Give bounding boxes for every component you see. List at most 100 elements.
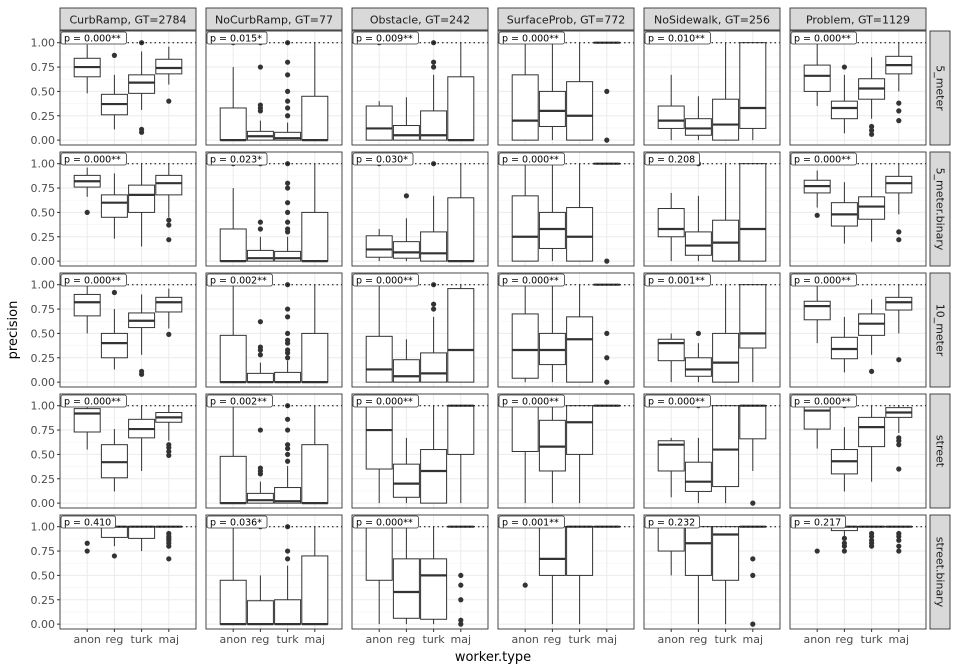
boxplot-anon (73, 405, 101, 450)
boxplot-reg (538, 42, 566, 141)
p-value-label: p = 0.015* (210, 34, 262, 45)
outlier-point (522, 582, 528, 588)
boxplot-anon (657, 333, 685, 383)
outlier-point (431, 59, 437, 65)
outlier-point (604, 379, 610, 385)
outlier-point (257, 226, 263, 232)
p-value-label: p = 0.000** (502, 155, 559, 166)
y-tick-label: 0.75 (31, 424, 56, 437)
outlier-point (84, 548, 90, 554)
outlier-point (285, 98, 291, 104)
boxplot-turk (274, 161, 302, 262)
box-iqr (712, 98, 740, 141)
facet-panel-4-3: p = 0.001** (497, 514, 635, 630)
boxplot-turk (712, 526, 740, 625)
boxplot-anon (657, 437, 685, 498)
panel-border (497, 151, 635, 267)
column-strip-label: SurfaceProb, GT=772 (507, 14, 625, 27)
box-iqr (511, 195, 539, 262)
outlier-point (285, 347, 291, 353)
boxplot-maj (301, 163, 329, 263)
x-tick-label: maj (889, 633, 910, 646)
boxplot-maj (155, 163, 183, 243)
boxplot-turk (274, 403, 302, 504)
x-tick-label: reg (397, 633, 415, 646)
panel-border (205, 393, 343, 509)
outlier-point (604, 355, 610, 361)
box-iqr (365, 526, 393, 581)
box-iqr (155, 296, 183, 313)
boxplot-anon (511, 163, 539, 262)
facet-panel-3-1: p = 0.002** (205, 393, 343, 509)
facet-panel-4-2: p = 0.000** (351, 514, 489, 630)
facet-panel-1-1: p = 0.023* (205, 151, 343, 267)
boxplot-turk (420, 40, 448, 141)
facet-panel-1-2: p = 0.030* (351, 151, 489, 267)
x-tick-label: anon (365, 633, 392, 646)
box-iqr (684, 231, 712, 256)
p-value-label: p = 0.036* (210, 518, 262, 529)
box-iqr (511, 74, 539, 141)
outlier-point (604, 258, 610, 264)
x-tick-label: reg (543, 633, 561, 646)
p-value-box (790, 394, 857, 408)
outlier-point (111, 553, 117, 559)
p-value-label: p = 0.232 (648, 518, 695, 529)
p-value-label: p = 0.001** (502, 518, 559, 529)
p-value-box (206, 273, 273, 287)
p-value-label: p = 0.000** (794, 276, 851, 287)
outlier-point (869, 537, 875, 543)
outlier-point (139, 368, 145, 375)
boxplot-turk (858, 299, 886, 375)
outlier-point (285, 548, 291, 554)
outlier-point (285, 105, 291, 111)
box-iqr (566, 207, 594, 262)
boxplot-anon (365, 405, 393, 504)
box-iqr (301, 95, 329, 141)
box-iqr (885, 175, 913, 194)
boxplot-anon (73, 284, 101, 334)
boxplot-turk (128, 294, 156, 377)
column-strip (205, 7, 343, 31)
box-iqr (566, 316, 594, 383)
outlier-point (604, 330, 610, 337)
x-tick-label: turk (423, 633, 446, 646)
boxplot-anon (73, 44, 101, 94)
boxplot-turk (274, 524, 302, 626)
box-iqr (100, 332, 128, 359)
outlier-point (257, 319, 263, 325)
box-iqr (739, 284, 767, 349)
box-iqr (301, 211, 329, 262)
y-tick-label: 0.00 (31, 618, 56, 631)
outlier-point (257, 102, 263, 108)
p-value-box (206, 152, 268, 166)
box-iqr (657, 440, 685, 472)
boxplot-turk (274, 282, 302, 384)
x-tick-label: maj (159, 633, 180, 646)
facet-panel-0-4: p = 0.010** (643, 30, 781, 146)
boxplot-maj (155, 288, 183, 337)
boxplot-reg (100, 429, 128, 492)
boxplot-reg (392, 437, 420, 504)
outlier-point (285, 556, 291, 562)
p-value-box (206, 394, 273, 408)
outlier-point (285, 314, 291, 320)
boxplot-anon (219, 40, 247, 142)
p-value-box (790, 31, 857, 45)
boxplot-reg (684, 330, 712, 383)
boxplot-maj (155, 46, 183, 104)
column-strip (497, 7, 635, 31)
boxplot-reg (538, 284, 566, 383)
box-iqr (447, 76, 475, 141)
p-value-box (790, 515, 846, 529)
boxplot-reg (684, 526, 712, 625)
box-iqr (219, 334, 247, 383)
boxplot-maj (301, 284, 329, 384)
boxplot-anon (803, 170, 831, 218)
column-strip-label: NoCurbRamp, GT=77 (215, 14, 333, 27)
box-iqr (274, 250, 302, 262)
facet-panel-2-1: p = 0.002** (205, 272, 343, 388)
box-iqr (365, 405, 393, 470)
box-iqr (739, 405, 767, 440)
box-iqr (803, 300, 831, 321)
